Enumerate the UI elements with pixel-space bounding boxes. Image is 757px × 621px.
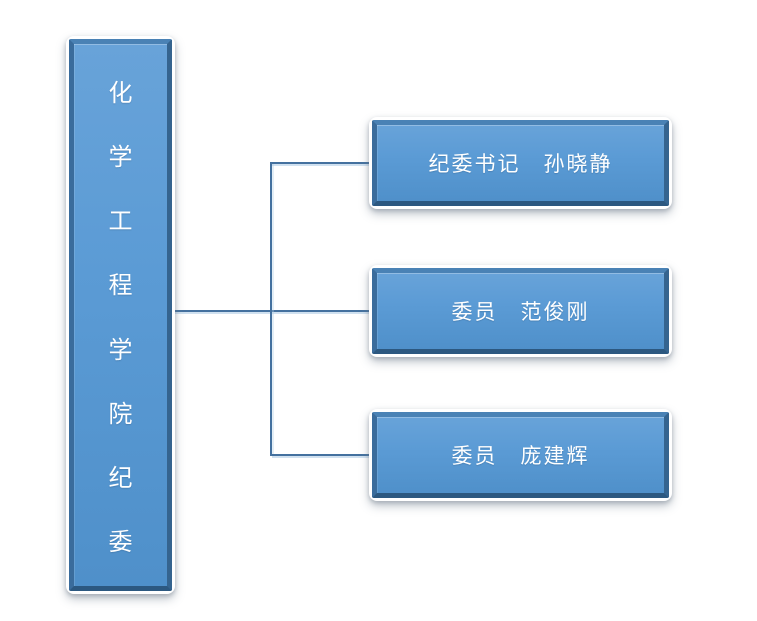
vertical-char: 工 — [108, 208, 133, 236]
org-node-secretary[interactable]: 纪委书记 孙晓静 — [369, 117, 672, 209]
org-node-secretary-label: 纪委书记 孙晓静 — [428, 153, 613, 176]
vertical-char: 学 — [108, 144, 133, 172]
org-node-secretary-body: 纪委书记 孙晓静 — [372, 120, 669, 206]
vertical-char: 院 — [108, 400, 133, 428]
connector-spine — [270, 162, 272, 456]
org-node-root[interactable]: 化学工程学院纪委 — [66, 36, 175, 594]
org-node-member-1-body: 委员 范俊刚 — [372, 268, 669, 354]
vertical-char: 纪 — [108, 464, 133, 492]
connector-branch-bottom — [272, 454, 369, 456]
org-node-member-2-body: 委员 庞建辉 — [372, 412, 669, 498]
vertical-char: 委 — [108, 528, 133, 556]
org-node-member-1-label: 委员 范俊刚 — [451, 301, 590, 324]
org-node-member-1[interactable]: 委员 范俊刚 — [369, 265, 672, 357]
vertical-char: 化 — [108, 80, 133, 108]
vertical-char: 学 — [108, 336, 133, 364]
vertical-char: 程 — [108, 272, 133, 300]
connector-branch-top — [272, 162, 369, 164]
org-node-root-body: 化学工程学院纪委 — [69, 39, 172, 591]
org-node-member-2[interactable]: 委员 庞建辉 — [369, 409, 672, 501]
connector-root-to-spine — [175, 310, 369, 312]
org-node-root-label: 化学工程学院纪委 — [74, 44, 167, 586]
org-node-member-2-label: 委员 庞建辉 — [451, 445, 590, 468]
